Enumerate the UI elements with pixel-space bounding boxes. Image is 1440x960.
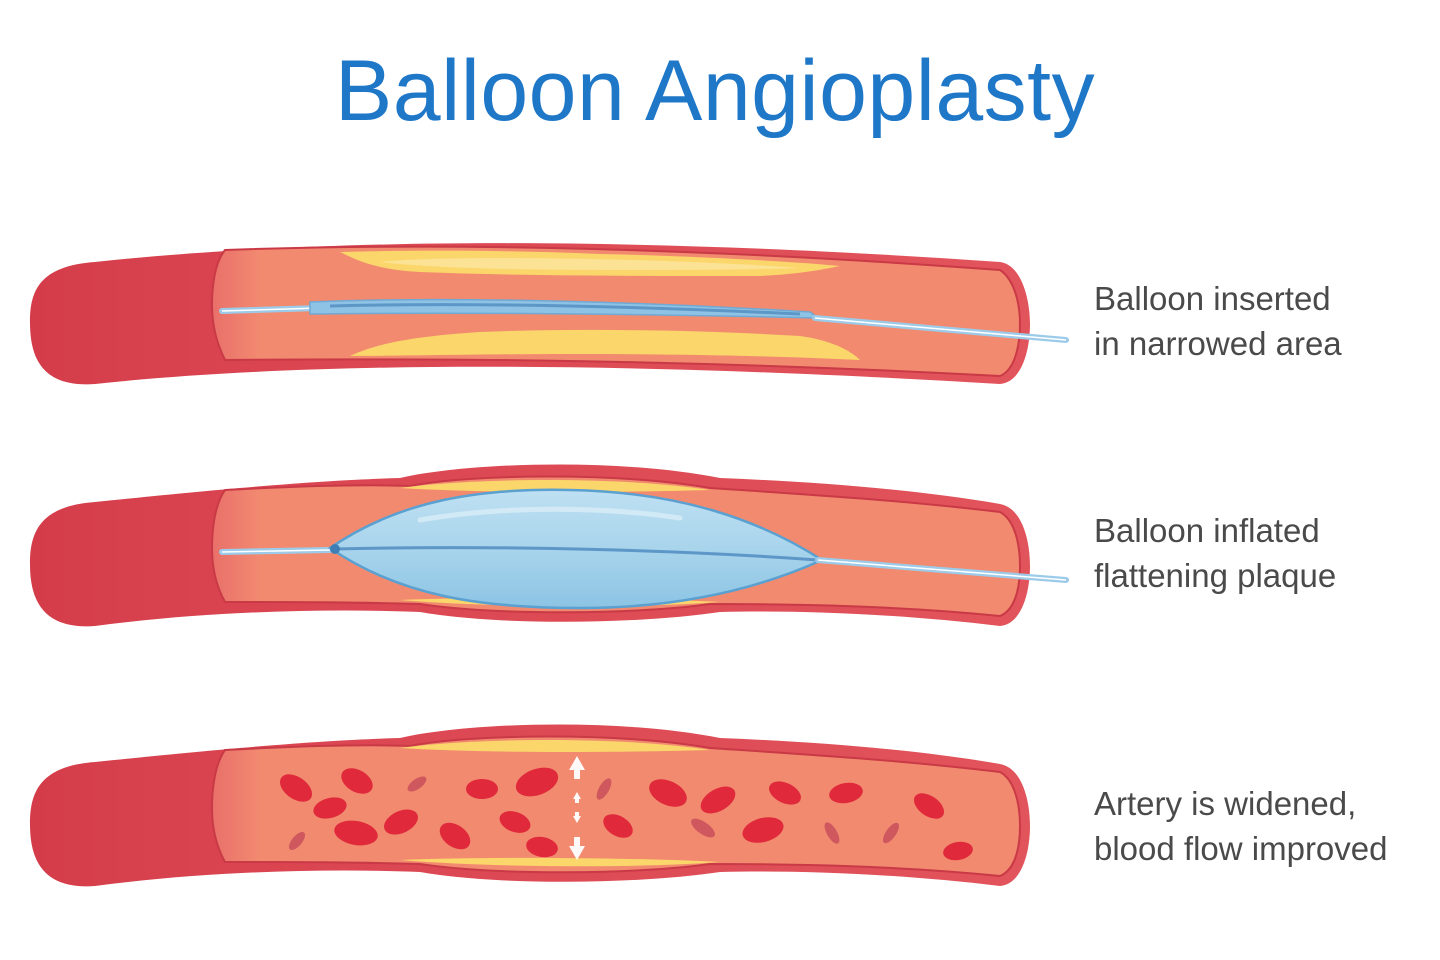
caption-line: flattening plaque bbox=[1094, 557, 1337, 594]
blood-cells-side-view bbox=[288, 776, 900, 851]
stage-2-caption: Balloon inflated flattening plaque bbox=[1094, 508, 1434, 598]
caption-line: Artery is widened, bbox=[1094, 785, 1357, 822]
plaque bbox=[400, 740, 710, 752]
plaque bbox=[400, 857, 720, 867]
plaque bbox=[400, 480, 710, 492]
caption-line: in narrowed area bbox=[1094, 325, 1342, 362]
stage-3-artery bbox=[30, 724, 1030, 887]
stage-1-artery bbox=[30, 243, 1069, 385]
caption-line: Balloon inflated bbox=[1094, 512, 1320, 549]
catheter bbox=[221, 307, 321, 312]
caption-line: Balloon inserted bbox=[1094, 280, 1331, 317]
diagram-title: Balloon Angioplasty bbox=[334, 43, 1096, 139]
artery-lumen bbox=[210, 735, 1022, 878]
stage-3-caption: Artery is widened, blood flow improved bbox=[1094, 781, 1434, 871]
caption-line: blood flow improved bbox=[1094, 830, 1388, 867]
widening-arrows bbox=[569, 756, 585, 860]
stage-1-caption: Balloon inserted in narrowed area bbox=[1094, 276, 1434, 366]
stage-2-artery bbox=[30, 464, 1069, 627]
plaque bbox=[350, 329, 860, 360]
blood-cells bbox=[279, 767, 973, 861]
